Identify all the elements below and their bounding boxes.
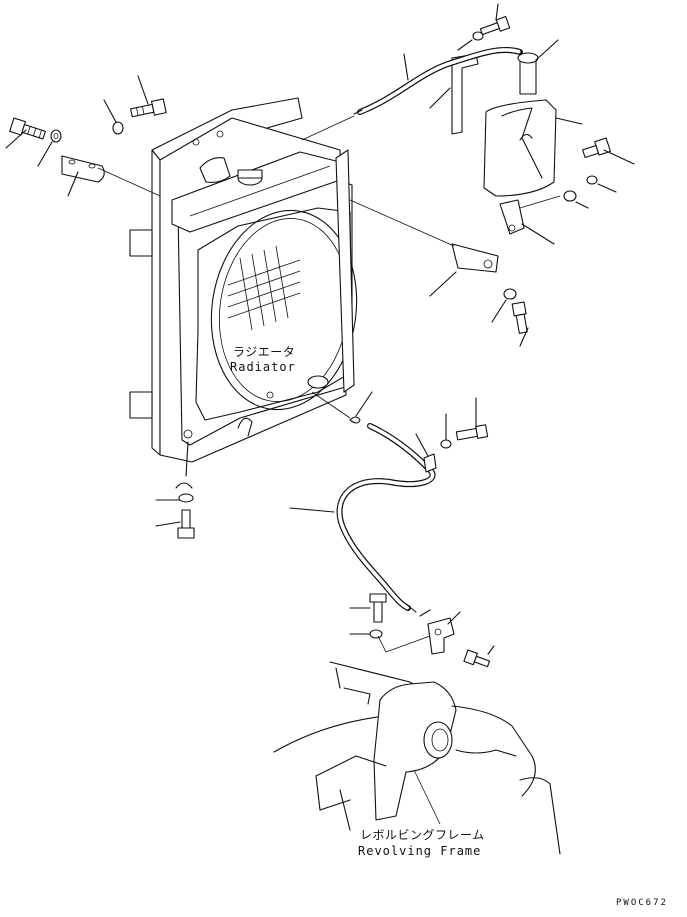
drawing-code: PWOC672 bbox=[616, 898, 668, 908]
drain-hose-lower bbox=[289, 391, 489, 617]
radiator-assembly bbox=[129, 97, 358, 477]
overflow-hose-top bbox=[301, 46, 523, 141]
radiator-label-en: Radiator bbox=[230, 360, 296, 374]
revolving-frame bbox=[273, 661, 561, 855]
revolving-frame-label-en: Revolving Frame bbox=[358, 844, 482, 858]
revolving-frame-label-jp: レボルビングフレーム bbox=[360, 828, 485, 842]
radiator-label-jp: ラジエータ bbox=[233, 345, 296, 359]
radiator-bottom-bolt bbox=[155, 482, 195, 539]
reserve-tank-hardware bbox=[349, 3, 635, 347]
top-left-hardware bbox=[5, 75, 167, 197]
lower-bracket-hardware bbox=[349, 593, 495, 668]
